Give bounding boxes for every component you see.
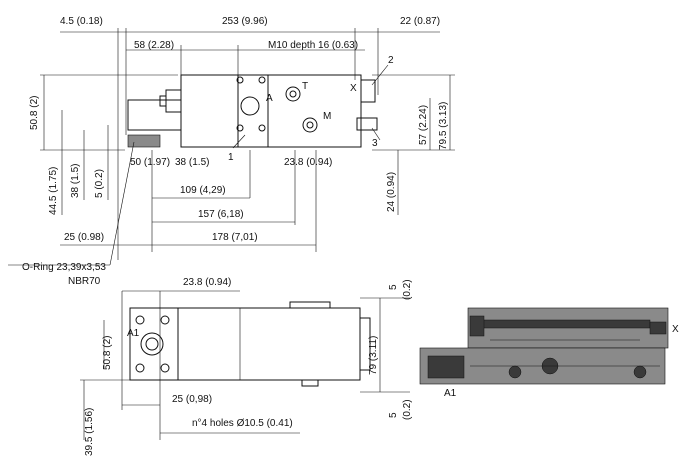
dim-height: 50.8 (2) [29, 96, 40, 130]
top-view: 4.5 (0.18) 253 (9.96) 22 (0.87) 58 (2.28… [29, 16, 455, 260]
port-a-circle [240, 96, 260, 116]
bottom-dim-left-39: 39.5 (1.56) [84, 408, 95, 456]
adjust-nut [165, 89, 182, 113]
dim-bottom-c: 23.8 (0.94) [284, 157, 332, 168]
port-x-label: X [350, 83, 357, 94]
dim-h178: 178 (7,01) [212, 232, 258, 243]
bottom-dim-bottom-right-in: (0.2) [402, 399, 413, 420]
bottom-dim-25: 25 (0,98) [172, 394, 212, 405]
section-port-x: X [672, 324, 679, 335]
end-cap [359, 317, 371, 371]
bottom-dim-right-height: 79 (3.11) [368, 336, 379, 375]
dim-lower-2: 38 (1.5) [70, 164, 81, 198]
dim-h25: 25 (0.98) [64, 232, 104, 243]
section-view: X A1 [419, 307, 679, 399]
base-flange [129, 307, 179, 381]
dim-bottom-b: 38 (1.5) [175, 157, 209, 168]
base-plate [127, 134, 161, 148]
seal-note-line1: O-Ring 23,39x3,53 [22, 262, 106, 273]
dim-h157: 157 (6,18) [198, 209, 244, 220]
port-t-circle [285, 86, 301, 102]
section-x-fitting [649, 321, 667, 335]
port-t-label: T [302, 81, 308, 92]
bottom-dim-height: 50.8 (2) [102, 336, 113, 370]
port-a1-label: A1 [127, 328, 140, 339]
callout-2: 2 [388, 55, 394, 66]
body-side [177, 307, 361, 381]
dim-v24: 24 (0.94) [386, 172, 397, 212]
holes-note: n°4 holes Ø10.5 (0.41) [192, 418, 293, 429]
dim-total-length: 253 (9.96) [222, 16, 268, 27]
dim-right-height: 79.5 (3.13) [438, 102, 449, 150]
dim-lower-1: 44.5 (1.75) [48, 167, 59, 215]
section-a1-fitting [427, 355, 465, 379]
top-lip [289, 301, 331, 309]
section-port-a1: A1 [444, 388, 457, 399]
section-spool [479, 319, 651, 329]
port-a-label: A [266, 93, 273, 104]
m-port-fitting [356, 117, 378, 131]
callout-3: 3 [372, 138, 378, 149]
dim-bottom-a: 50 (1.97) [130, 157, 170, 168]
seal-note-line2: NBR70 [68, 276, 101, 287]
adjust-screw [159, 95, 167, 107]
seal-note: O-Ring 23,39x3,53 NBR70 [8, 141, 135, 287]
dim-right-offset: 22 (0.87) [400, 16, 440, 27]
dim-lower-3: 5 (0.2) [94, 169, 105, 198]
bottom-dim-top-right: 5 [388, 284, 399, 290]
bottom-view: 23.8 (0.94) A1 50.8 (2) 79 (3.11) 5 (0.2… [80, 277, 413, 456]
port-a1-circle [140, 332, 164, 356]
port-m-label: M [323, 111, 331, 122]
dim-h109: 109 (4,29) [180, 185, 226, 196]
x-port-fitting [360, 79, 376, 103]
dim-port-spacing: 58 (2.28) [134, 40, 174, 51]
dim-right-mid: 57 (2.24) [418, 105, 429, 145]
dim-left-offset: 4.5 (0.18) [60, 16, 103, 27]
thread-note: M10 depth 16 (0.63) [268, 40, 358, 51]
bottom-dim-bottom-right: 5 [388, 412, 399, 418]
valve-body [180, 74, 362, 148]
bottom-lip [301, 379, 319, 387]
bottom-dim-top: 23.8 (0.94) [183, 277, 231, 288]
port-block [237, 74, 269, 148]
bottom-dim-top-right-in: (0.2) [402, 279, 413, 300]
valve-stem [127, 99, 182, 131]
section-plug [469, 315, 485, 337]
callout-1: 1 [228, 152, 234, 163]
port-m-circle [302, 117, 318, 133]
